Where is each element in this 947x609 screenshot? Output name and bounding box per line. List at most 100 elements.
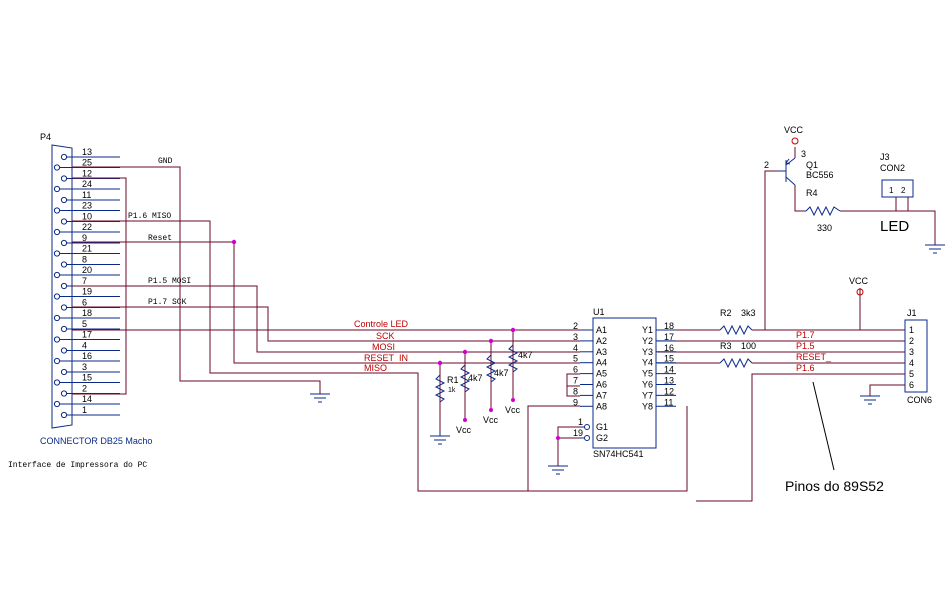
- svg-text:18: 18: [664, 321, 674, 331]
- svg-text:5: 5: [573, 354, 578, 364]
- svg-text:7: 7: [82, 276, 87, 286]
- u1-part: SN74HC541: [593, 449, 644, 459]
- u1-pin-Y5: 14 Y5: [642, 365, 676, 379]
- net-controle-led: Controle LED: [354, 319, 409, 329]
- svg-text:4: 4: [82, 341, 87, 351]
- svg-text:4: 4: [909, 358, 914, 368]
- r3-value: 100: [741, 341, 756, 351]
- svg-text:2: 2: [909, 336, 914, 346]
- svg-text:21: 21: [82, 244, 92, 254]
- svg-text:1: 1: [82, 405, 87, 415]
- q1-base-pin: 2: [764, 160, 769, 170]
- svg-text:10: 10: [82, 212, 92, 222]
- svg-text:12: 12: [82, 169, 92, 179]
- u1-body: [592, 317, 657, 449]
- connector-j3: 1 2 J3 CON2 LED: [880, 152, 914, 235]
- db25-pin-4: 4: [60, 341, 120, 354]
- svg-text:20: 20: [82, 265, 92, 275]
- u1-pin-Y8: 11 Y8: [642, 397, 676, 411]
- db25-pin-24: 24: [53, 179, 120, 193]
- svg-text:8: 8: [573, 386, 578, 396]
- wire-a8: [527, 405, 580, 491]
- db25-pin-20: 20: [53, 265, 120, 279]
- vcc-dot-1: [463, 418, 467, 422]
- net-miso: MISO: [364, 363, 387, 373]
- led-label: LED: [880, 218, 909, 235]
- svg-text:23: 23: [82, 201, 92, 211]
- svg-text:17: 17: [664, 332, 674, 342]
- svg-text:1: 1: [578, 417, 583, 427]
- vcc-label-3: Vcc: [505, 405, 521, 415]
- net-p15-mosi-label: P1.5 MOSI: [148, 277, 191, 286]
- j1-pin-6: 6: [909, 380, 914, 390]
- svg-text:6: 6: [909, 380, 914, 390]
- q1-emitter-pin: 3: [801, 149, 806, 159]
- svg-text:A1: A1: [596, 325, 607, 335]
- svg-text:Y1: Y1: [642, 325, 653, 335]
- ground-symbols: [310, 244, 945, 475]
- db25-pin-15: 15: [53, 373, 120, 386]
- connector-p4: P4 1312111098765432125242322212019181716…: [40, 132, 152, 446]
- svg-text:Y6: Y6: [642, 380, 653, 390]
- svg-text:11: 11: [664, 397, 673, 407]
- ground-j1: [860, 395, 880, 405]
- svg-text:11: 11: [82, 190, 91, 200]
- r4-ref: R4: [806, 188, 818, 198]
- svg-text:Y4: Y4: [642, 358, 653, 368]
- svg-text:19: 19: [82, 287, 92, 297]
- svg-text:Y8: Y8: [642, 401, 653, 411]
- wire-a5-a6: [566, 373, 580, 387]
- j1-body: [904, 319, 928, 393]
- r4k7-b-value: 4k7: [494, 368, 509, 378]
- db25-pin-8: 8: [60, 255, 120, 268]
- junction-led: [510, 327, 516, 333]
- svg-text:Y5: Y5: [642, 369, 653, 379]
- svg-text:7: 7: [573, 376, 578, 386]
- wire-vcc-j1: [859, 288, 905, 331]
- junction-g: [556, 436, 560, 440]
- svg-text:6: 6: [82, 298, 87, 308]
- u1-pin-A1: 2 A1: [573, 321, 607, 335]
- q1-part: BC556: [806, 170, 834, 180]
- wire-j1-gnd: [869, 384, 905, 396]
- svg-text:A4: A4: [596, 358, 607, 368]
- wire-g1-g2: [557, 426, 580, 439]
- junction-mosi: [462, 349, 468, 355]
- svg-text:2: 2: [573, 321, 578, 331]
- wire-p16-out: [696, 373, 905, 502]
- junction-sck: [488, 338, 494, 344]
- wire-a7: [566, 386, 580, 397]
- wire-sck: [72, 306, 580, 342]
- j1-ref: J1: [907, 308, 917, 318]
- vcc-label-2: Vcc: [483, 415, 499, 425]
- svg-text:22: 22: [82, 222, 92, 232]
- net-p15-out: P1.5: [796, 341, 815, 351]
- svg-text:16: 16: [82, 351, 92, 361]
- annotation-arrow: [812, 381, 835, 471]
- svg-text:15: 15: [664, 354, 674, 364]
- ground-gnd-p4: [310, 393, 330, 403]
- svg-text:14: 14: [664, 365, 674, 375]
- u1-pin-A4: 5 A4: [573, 354, 607, 368]
- r3-ref: R3: [720, 341, 732, 351]
- transistor-q1: [777, 157, 796, 186]
- net-p16-out: P1.6: [796, 363, 815, 373]
- resistor-4k7-b: [485, 354, 497, 383]
- p4-ref: P4: [40, 132, 51, 142]
- svg-text:9: 9: [573, 397, 578, 407]
- r1-ref: R1: [447, 375, 459, 385]
- net-reset-in: RESET_IN: [364, 353, 408, 363]
- u1-pin-Y1: 18 Y1: [642, 321, 676, 335]
- wire-r4-j3: [840, 197, 909, 212]
- svg-text:A8: A8: [596, 401, 607, 411]
- r2-value: 3k3: [741, 308, 756, 318]
- r2-ref: R2: [720, 308, 732, 318]
